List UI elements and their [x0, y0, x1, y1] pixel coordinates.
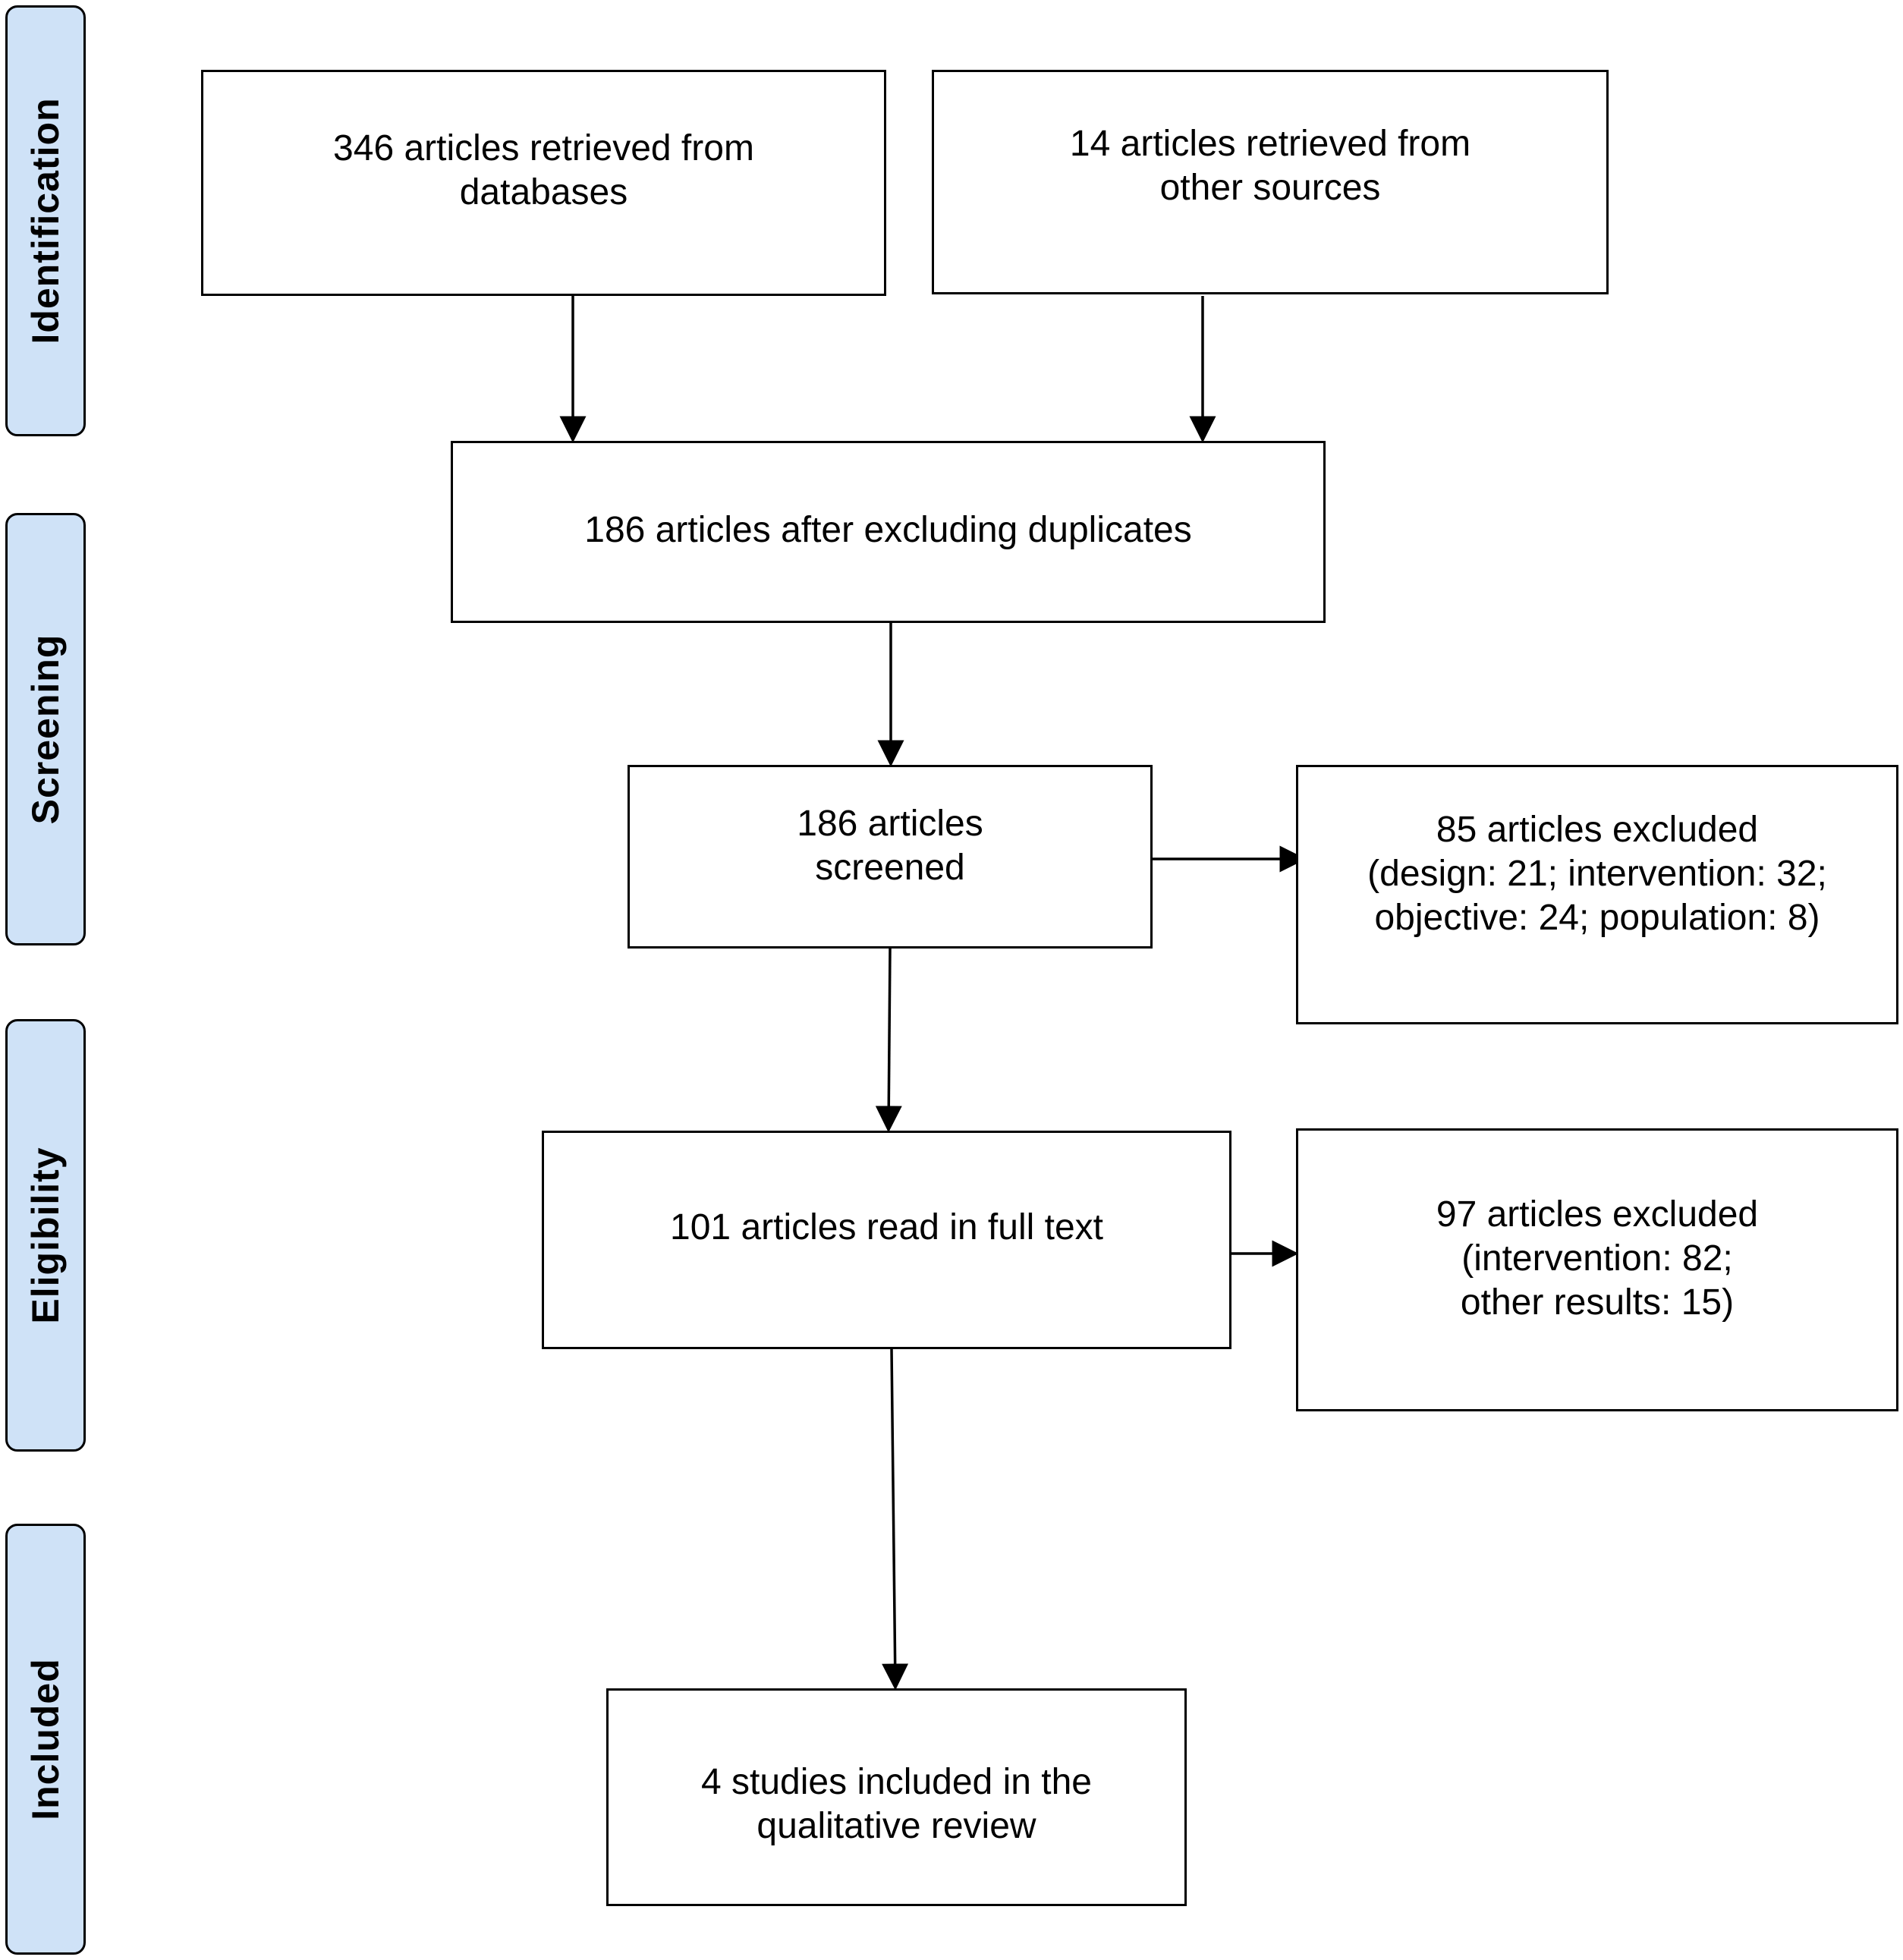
box-other-sources-text: 14 articles retrieved from other sources — [1069, 124, 1471, 208]
box-other-sources: 14 articles retrieved from other sources — [932, 70, 1609, 294]
box-screened: 186 articles screened — [628, 765, 1153, 949]
stage-label-identification: Identification — [24, 97, 67, 344]
box-databases-text: 346 articles retrieved from databases — [333, 128, 754, 212]
box-excluded-screening-text: 85 articles excluded (design: 21; interv… — [1367, 810, 1827, 938]
stage-label-included: Included — [24, 1658, 67, 1820]
stage-identification: Identification — [5, 5, 86, 436]
box-excluded-screening: 85 articles excluded (design: 21; interv… — [1296, 765, 1898, 1024]
arrow-screened-to-full-text — [875, 948, 902, 1133]
box-databases: 346 articles retrieved from databases — [201, 70, 886, 296]
box-after-duplicates-text: 186 articles after excluding duplicates — [584, 510, 1192, 550]
arrow-full-text-to-included — [882, 1348, 909, 1691]
stage-screening: Screening — [5, 513, 86, 945]
box-full-text: 101 articles read in full text — [542, 1131, 1231, 1349]
stage-label-eligibility: Eligibility — [24, 1147, 67, 1324]
box-screened-text: 186 articles screened — [797, 804, 983, 888]
box-excluded-eligibility: 97 articles excluded (intervention: 82; … — [1296, 1128, 1898, 1411]
box-included: 4 studies included in the qualitative re… — [606, 1688, 1187, 1906]
stage-included: Included — [5, 1524, 86, 1955]
box-excluded-eligibility-text: 97 articles excluded (intervention: 82; … — [1436, 1194, 1759, 1323]
box-included-text: 4 studies included in the qualitative re… — [700, 1762, 1092, 1846]
box-after-duplicates: 186 articles after excluding duplicates — [451, 441, 1326, 623]
stage-label-screening: Screening — [24, 634, 67, 825]
stage-eligibility: Eligibility — [5, 1019, 86, 1452]
box-full-text-text: 101 articles read in full text — [670, 1207, 1103, 1247]
